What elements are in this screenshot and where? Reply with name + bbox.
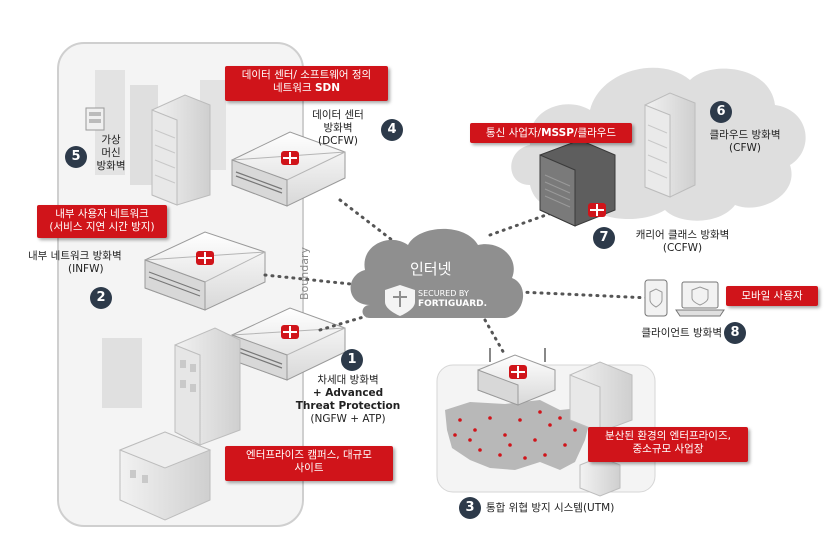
internal-line1: 내부 사용자 네트워크 bbox=[55, 208, 149, 220]
carrier-callout: 통신 사업자/MSSP/클라우드 bbox=[470, 123, 632, 143]
dcfw-line3: (DCFW) bbox=[317, 135, 359, 147]
internet-label: 인터넷 bbox=[410, 260, 452, 278]
internal-network-callout: 내부 사용자 네트워크 (서비스 지연 시간 방지) bbox=[37, 205, 167, 238]
fortiguard-line2: FORTIGUARD. bbox=[418, 299, 488, 309]
us-map bbox=[445, 400, 590, 470]
mobile-user-callout: 모바일 사용자 bbox=[726, 286, 818, 306]
cfw-line1: 클라우드 방화벽 bbox=[709, 129, 781, 141]
sdn-line2: 네트워크 SDN bbox=[225, 82, 388, 95]
distributed-line1: 분산된 환경의 엔터프라이즈, bbox=[605, 430, 731, 442]
ccfw-line1: 캐리어 클래스 방화벽 bbox=[635, 229, 730, 241]
internal-line2: (서비스 지연 시간 방지) bbox=[49, 221, 155, 233]
number-8-badge: 8 bbox=[724, 322, 746, 344]
cfw-label: 클라우드 방화벽 (CFW) bbox=[700, 129, 790, 155]
virtual-machine-icon bbox=[85, 107, 105, 131]
small-office-building bbox=[569, 361, 633, 433]
sdn-line2-prefix: 네트워크 bbox=[272, 82, 315, 94]
vm-line2: 머신 bbox=[101, 147, 121, 159]
vm-line1: 가상 bbox=[101, 134, 121, 146]
number-4-badge: 4 bbox=[381, 119, 403, 141]
carrier-suffix: /클라우드 bbox=[573, 127, 617, 139]
small-shop-building bbox=[579, 456, 621, 497]
vm-label: 가상 머신 방화벽 bbox=[90, 134, 132, 173]
connection-lines bbox=[263, 198, 652, 357]
laptop-icon bbox=[675, 281, 725, 317]
ngfw-appliance-icon bbox=[231, 307, 346, 381]
enterprise-callout: 엔터프라이즈 캠퍼스, 대규모 사이트 bbox=[225, 446, 393, 481]
enterprise-campus-buildings bbox=[118, 327, 241, 521]
mobile-phone-icon bbox=[644, 279, 668, 317]
dcfw-appliance-icon bbox=[231, 131, 346, 207]
datacenter-server-icon bbox=[151, 94, 211, 206]
carrier-prefix: 통신 사업자/ bbox=[485, 127, 542, 139]
client-firewall-label: 클라이언트 방화벽 bbox=[641, 327, 722, 339]
infw-line1: 내부 네트워크 방화벽 bbox=[28, 250, 122, 262]
number-6-badge: 6 bbox=[710, 101, 732, 123]
enterprise-line1: 엔터프라이즈 캠퍼스, 대규모 bbox=[246, 449, 372, 461]
infw-appliance-icon bbox=[144, 231, 266, 311]
fortiguard-line1: SECURED BY bbox=[418, 289, 469, 298]
ccfw-label: 캐리어 클래스 방화벽 (CCFW) bbox=[620, 229, 745, 255]
ccfw-line2: (CCFW) bbox=[662, 242, 703, 254]
ngfw-line3: Threat Protection bbox=[295, 400, 401, 412]
sdn-line2-bold: SDN bbox=[314, 82, 341, 94]
distributed-callout: 분산된 환경의 엔터프라이즈, 중소규모 사업장 bbox=[588, 427, 748, 462]
boundary-label: Boundary bbox=[298, 247, 311, 300]
number-1-badge: 1 bbox=[341, 349, 363, 371]
datacenter-buildings bbox=[95, 70, 226, 408]
distributed-line2: 중소규모 사업장 bbox=[632, 443, 704, 455]
number-2-badge: 2 bbox=[90, 287, 112, 309]
number-7-badge: 7 bbox=[593, 227, 615, 249]
utm-appliance-icon bbox=[477, 348, 556, 406]
ngfw-line4: (NGFW + ATP) bbox=[310, 413, 386, 425]
dcfw-label: 데이터 센터 방화벽 (DCFW) bbox=[300, 109, 376, 148]
sdn-line1: 데이터 센터/ 소프트웨어 정의 bbox=[241, 69, 372, 81]
cloud-server-icon bbox=[644, 92, 696, 198]
ngfw-line1: 차세대 방화벽 bbox=[317, 374, 379, 386]
cfw-line2: (CFW) bbox=[729, 142, 761, 154]
vm-line3: 방화벽 bbox=[96, 160, 126, 172]
fortiguard-badge: SECURED BY FORTIGUARD. bbox=[418, 289, 487, 309]
number-5-badge: 5 bbox=[65, 146, 87, 168]
dcfw-line2: 방화벽 bbox=[323, 122, 353, 134]
number-3-badge: 3 bbox=[459, 497, 481, 519]
dcfw-line1: 데이터 센터 bbox=[312, 109, 364, 121]
fortiguard-shield-icon bbox=[385, 285, 415, 316]
infw-label: 내부 네트워크 방화벽 (INFW) bbox=[28, 250, 122, 276]
utm-label: 통합 위협 방지 시스템(UTM) bbox=[486, 502, 615, 514]
ngfw-label: 차세대 방화벽 + Advanced Threat Protection (NG… bbox=[292, 374, 404, 426]
ngfw-line2: + Advanced bbox=[312, 387, 384, 399]
sdn-callout: 데이터 센터/ 소프트웨어 정의 네트워크 SDN bbox=[225, 66, 388, 101]
carrier-bold: MSSP bbox=[541, 127, 574, 139]
enterprise-line2: 사이트 bbox=[294, 462, 324, 474]
ccfw-chassis-icon bbox=[539, 139, 616, 227]
infw-line2: (INFW) bbox=[68, 263, 104, 275]
